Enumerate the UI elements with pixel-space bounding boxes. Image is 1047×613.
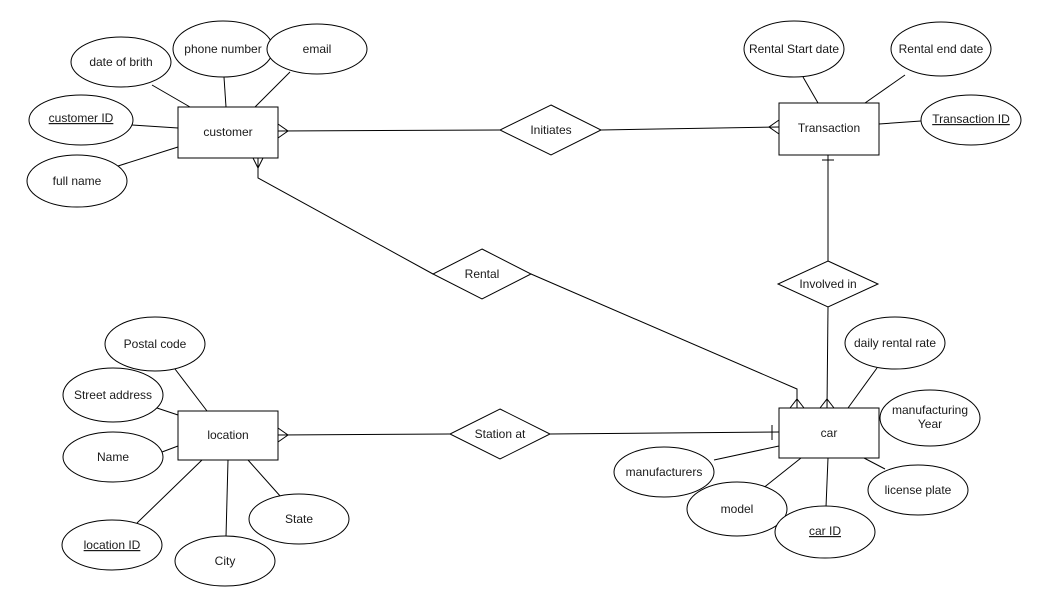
- entity-label: car: [821, 426, 838, 440]
- edge-involved-car: [826, 306, 829, 409]
- relationship-rental[interactable]: Rental: [431, 248, 533, 300]
- attribute-label: Street address: [74, 388, 152, 402]
- attribute-manufacturing-year[interactable]: manufacturing Year: [879, 389, 981, 447]
- attribute-name[interactable]: Name: [62, 431, 164, 483]
- attribute-postal-code[interactable]: Postal code: [104, 316, 206, 372]
- attribute-label-key: Transaction ID: [932, 112, 1010, 126]
- relationship-station-at[interactable]: Station at: [448, 408, 552, 460]
- attribute-label: date of brith: [89, 55, 152, 69]
- edge-location-id: [136, 459, 203, 524]
- attribute-label: Year: [918, 417, 942, 431]
- edge-car-manufacturers: [713, 445, 780, 461]
- attribute-label: license plate: [885, 483, 952, 497]
- attribute-car-id[interactable]: car ID: [774, 505, 876, 559]
- attribute-label: phone number: [184, 42, 261, 56]
- attribute-customer-id[interactable]: customer ID: [28, 94, 134, 146]
- relationship-initiates[interactable]: Initiates: [498, 104, 603, 156]
- attribute-label-key: customer ID: [49, 111, 114, 125]
- crowfoot-car-rental: [789, 398, 805, 409]
- attribute-date-of-birth[interactable]: date of brith: [70, 36, 172, 88]
- attribute-transaction-id[interactable]: Transaction ID: [920, 94, 1022, 146]
- entity-location[interactable]: location: [177, 410, 279, 461]
- edge-car-id: [825, 457, 829, 508]
- attribute-manufacturers[interactable]: manufacturers: [613, 446, 715, 498]
- entity-transaction[interactable]: Transaction: [778, 102, 880, 156]
- attribute-label: manufacturers: [626, 465, 703, 479]
- entity-label: location: [207, 428, 248, 442]
- entity-car[interactable]: car: [778, 407, 880, 459]
- attribute-label: email: [303, 42, 332, 56]
- edge-location-street: [156, 407, 179, 416]
- relationship-label: Initiates: [530, 123, 571, 137]
- relationship-label: Station at: [475, 427, 526, 441]
- attribute-label: daily rental rate: [854, 336, 936, 350]
- edge-customer-initiates: [277, 129, 501, 132]
- attribute-label: State: [285, 512, 313, 526]
- edge-initiates-transaction: [600, 126, 780, 131]
- edge-location-city: [225, 459, 229, 538]
- attribute-label: model: [721, 502, 754, 516]
- attribute-full-name[interactable]: full name: [26, 154, 128, 208]
- edge-location-postal: [174, 368, 208, 412]
- edge-customer-phone: [223, 76, 227, 108]
- attribute-label: manufacturing: [892, 403, 968, 417]
- edge-customer-dob: [151, 84, 191, 108]
- edge-rental-car: [530, 273, 798, 408]
- entity-label: Transaction: [798, 121, 860, 135]
- connectors: [117, 71, 922, 538]
- attribute-label: Postal code: [124, 337, 187, 351]
- edge-transaction-id: [878, 120, 922, 125]
- crowfoot-car-involved: [819, 398, 835, 409]
- relationship-label: Involved in: [799, 277, 856, 291]
- attribute-street-address[interactable]: Street address: [62, 367, 164, 423]
- edge-location-state: [247, 459, 282, 498]
- attribute-location-id[interactable]: location ID: [61, 519, 163, 571]
- attribute-label-key: location ID: [84, 538, 141, 552]
- attribute-label-key: car ID: [809, 524, 841, 538]
- edge-station-car: [549, 431, 780, 435]
- attribute-label: Rental end date: [899, 42, 984, 56]
- attribute-state[interactable]: State: [248, 493, 350, 545]
- attribute-model[interactable]: model: [686, 481, 788, 537]
- attribute-phone-number[interactable]: phone number: [172, 20, 274, 78]
- edge-transaction-end: [864, 74, 906, 104]
- edge-customer-fullname: [117, 146, 179, 167]
- edge-customer-id: [131, 124, 179, 129]
- crowfoot-customer-initiates: [277, 123, 289, 139]
- attribute-label: Name: [97, 450, 129, 464]
- attribute-city[interactable]: City: [174, 535, 276, 587]
- edge-customer-rental: [257, 158, 434, 275]
- crowfoot-location-station: [277, 427, 289, 443]
- edge-customer-email: [254, 71, 291, 108]
- relationship-label: Rental: [465, 267, 500, 281]
- attribute-rental-start-date[interactable]: Rental Start date: [743, 20, 845, 78]
- edge-car-license: [863, 457, 886, 470]
- edge-location-name: [161, 445, 179, 453]
- crowfoot-customer-rental: [252, 157, 264, 170]
- entity-label: customer: [203, 125, 252, 139]
- attribute-email[interactable]: email: [266, 23, 368, 75]
- relationship-involved-in[interactable]: Involved in: [776, 260, 880, 308]
- edge-location-station: [277, 433, 451, 436]
- attribute-daily-rental-rate[interactable]: daily rental rate: [844, 316, 946, 370]
- edge-transaction-start: [802, 76, 819, 104]
- edge-car-rate: [847, 367, 878, 409]
- attribute-license-plate[interactable]: license plate: [867, 464, 969, 516]
- crowfoot-transaction-initiates: [768, 119, 780, 135]
- attribute-label: City: [215, 554, 236, 568]
- entity-customer[interactable]: customer: [177, 106, 279, 159]
- edge-car-model: [761, 457, 802, 490]
- attribute-label: Rental Start date: [749, 42, 839, 56]
- attribute-rental-end-date[interactable]: Rental end date: [890, 21, 992, 77]
- attribute-label: full name: [53, 174, 102, 188]
